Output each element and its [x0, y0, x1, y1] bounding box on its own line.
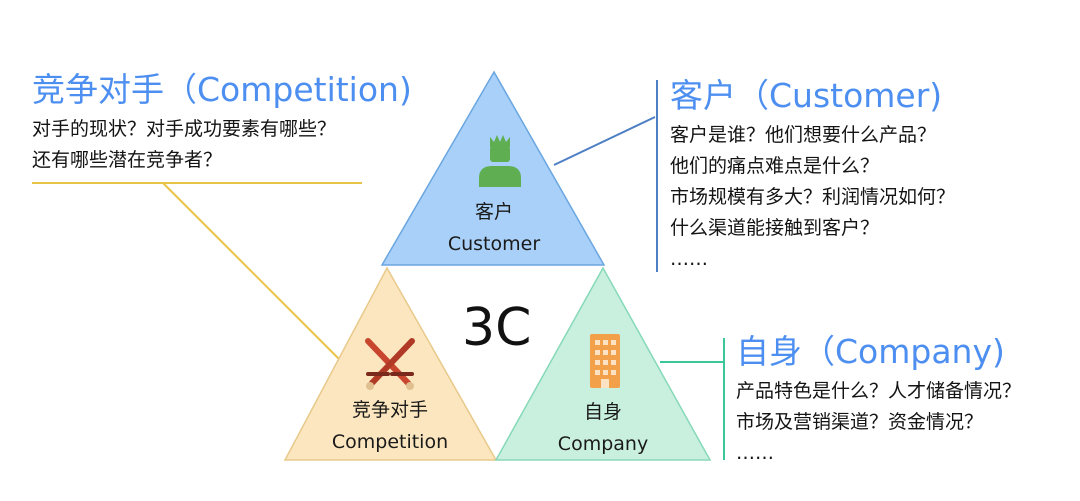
customer-question: 市场规模有多大？利润情况如何？ [670, 186, 956, 208]
competition-triangle-label-cn: 竞争对手 [351, 399, 428, 421]
customer-question: 什么渠道能接触到客户？ [670, 217, 880, 239]
customer-question: 他们的痛点难点是什么？ [670, 155, 880, 177]
customer-connector-diagonal [553, 116, 656, 166]
company-question: …… [736, 442, 774, 464]
competition-heading: 竞争对手（Competition) [32, 70, 412, 109]
customer-question: …… [670, 248, 708, 270]
company-text-block: 自身（Company) 产品特色是什么？人才储备情况？ 市场及营销渠道？资金情况… [736, 332, 1021, 469]
company-heading: 自身（Company) [736, 332, 1005, 371]
competition-triangle-label-en: Competition [331, 431, 449, 453]
crossed-swords-icon [365, 338, 415, 390]
company-question: 产品特色是什么？人才储备情况？ [736, 380, 1022, 402]
building-icon [590, 334, 620, 388]
competition-text-block: 竞争对手（Competition) 对手的现状？对手成功要素有哪些？ 还有哪些潜… [32, 70, 412, 176]
customer-heading: 客户（Customer) [670, 76, 943, 115]
competition-triangle-label: 竞争对手 Competition [320, 394, 460, 458]
competition-question: 还有哪些潜在竞争者？ [32, 149, 223, 171]
company-triangle-label-en: Company [557, 433, 649, 455]
company-question: 市场及营销渠道？资金情况？ [736, 411, 984, 433]
customer-triangle-label-en: Customer [447, 233, 541, 255]
center-label: 3C [462, 298, 532, 358]
customer-triangle-label: 客户 Customer [434, 196, 554, 260]
company-triangle-label-cn: 自身 [583, 401, 622, 423]
customer-text-block: 客户（Customer) 客户是谁？他们想要什么产品？ 他们的痛点难点是什么？ … [670, 76, 955, 275]
customer-question: 客户是谁？他们想要什么产品？ [670, 124, 937, 146]
person-crown-icon [479, 135, 521, 187]
company-triangle-label: 自身 Company [543, 396, 663, 460]
competition-question: 对手的现状？对手成功要素有哪些？ [32, 118, 337, 140]
customer-triangle-label-cn: 客户 [474, 201, 513, 223]
competition-connector-diagonal [162, 182, 343, 363]
